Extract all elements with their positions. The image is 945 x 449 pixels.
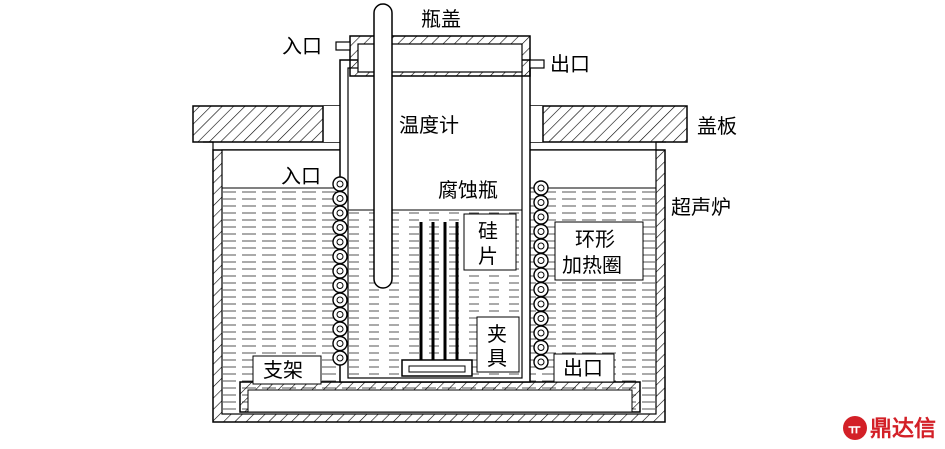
coil-turn — [533, 223, 549, 240]
coil-turn — [332, 335, 348, 352]
coil-turn — [332, 292, 348, 308]
inlet-top-label: 入口 — [282, 34, 322, 58]
coil-turn — [533, 267, 549, 283]
coil-turn-core — [537, 271, 545, 279]
silicon-wafers — [419, 222, 459, 364]
coil-turn — [332, 234, 348, 250]
coil-turn-core — [336, 253, 344, 260]
coil-turn-core — [336, 354, 344, 362]
coil-turn — [533, 238, 549, 254]
coil-turn — [533, 180, 549, 196]
heater-label-2: 加热圈 — [562, 253, 622, 277]
coil-turn — [332, 277, 348, 294]
coil-turn-core — [537, 329, 545, 337]
coil-turn-core — [537, 315, 545, 322]
coil-turn — [533, 209, 549, 225]
coil-turn-core — [537, 184, 545, 192]
coil-turn-core — [537, 344, 545, 351]
coil-turn-core — [537, 257, 545, 264]
coil-turn-core — [336, 238, 344, 246]
coil-turn-core — [336, 340, 344, 347]
coil-turn — [533, 310, 549, 327]
coil-turn-core — [336, 282, 344, 289]
coil-turn — [533, 194, 549, 211]
brand-text: 鼎达信 — [870, 416, 936, 442]
cap-label: 瓶盖 — [421, 7, 461, 31]
thermometer-label: 温度计 — [399, 113, 459, 137]
outlet-top-label: 出口 — [550, 52, 590, 76]
coil-turn-core — [537, 213, 545, 221]
support-label: 支架 — [263, 358, 303, 382]
coil-turn — [332, 321, 348, 337]
coil-turn-core — [336, 325, 344, 333]
coil-turn — [533, 281, 549, 298]
coil-turn — [533, 325, 549, 341]
clamp-label-2: 具 — [487, 346, 507, 370]
coil-turn-core — [336, 224, 344, 231]
silicon-label-1: 硅 — [478, 219, 498, 243]
coil-turn-core — [336, 195, 344, 202]
clamp-label-1: 夹 — [487, 322, 507, 346]
coil-turn-core — [336, 180, 344, 188]
coil-turn-core — [537, 358, 545, 366]
heater-label-1: 环形 — [575, 227, 615, 251]
corrosion-bottle — [339, 59, 531, 383]
coil-turn-core — [336, 311, 344, 318]
bottle-cap — [335, 35, 545, 77]
clamp — [401, 359, 473, 377]
coil-turn — [533, 339, 549, 356]
coil-turn-core — [537, 300, 545, 308]
coil-turn — [332, 350, 348, 366]
coil-turn-core — [336, 296, 344, 304]
clamp-label-box — [476, 316, 520, 373]
outlet-side-label-box — [553, 353, 615, 383]
thermometer — [373, 3, 393, 289]
support-platform — [239, 381, 641, 413]
corrosion-bottle-label: 腐蚀瓶 — [438, 178, 498, 202]
coil-turn — [533, 354, 549, 370]
svg-text:ㅠ: ㅠ — [848, 422, 861, 438]
heating-coil-left — [332, 176, 348, 366]
silicon-label-2: 片 — [478, 244, 498, 268]
coil-turn-core — [336, 267, 344, 275]
coil-turn-core — [537, 286, 545, 293]
top-outlet-tube — [529, 59, 545, 69]
ultrasonic-label: 超声炉 — [671, 195, 731, 219]
coil-turn — [332, 263, 348, 279]
cover-label: 盖板 — [697, 114, 737, 138]
brand-watermark: ㅠ 鼎达信 — [843, 416, 936, 442]
coil-turn — [533, 252, 549, 269]
coil-turn — [332, 176, 348, 192]
coil-turn-core — [537, 228, 545, 235]
coil-turn — [332, 190, 348, 207]
coil-turn — [332, 205, 348, 221]
outlet-side-label: 出口 — [563, 356, 603, 380]
coil-turn — [332, 248, 348, 265]
inlet-side-label: 入口 — [281, 164, 321, 188]
top-inlet-tube — [335, 41, 351, 51]
brand-logo-icon — [843, 416, 867, 440]
heater-label-box — [554, 221, 644, 281]
support-label-box — [252, 355, 322, 385]
coil-turn — [533, 296, 549, 312]
coil-turn — [332, 306, 348, 323]
coil-turn — [332, 219, 348, 236]
coil-turn-core — [537, 199, 545, 206]
coil-turn-core — [336, 209, 344, 217]
heating-coil-right — [533, 180, 549, 370]
silicon-label-box — [463, 213, 517, 271]
coil-turn-core — [537, 242, 545, 250]
